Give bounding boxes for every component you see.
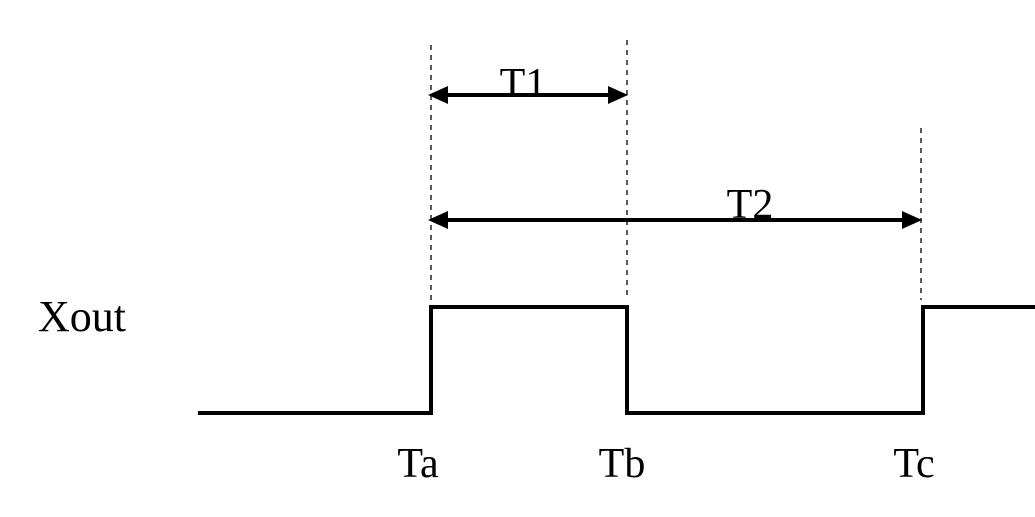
t2-label: T2 [727, 182, 774, 228]
t1-label: T1 [500, 61, 547, 107]
t1-arrow-head-right [608, 86, 628, 104]
tc-label: Tc [893, 441, 934, 487]
signal-name-label: Xout [38, 292, 126, 341]
t2-interval-arrow [428, 211, 922, 229]
tb-label: Tb [599, 441, 646, 487]
t1-interval-arrow [428, 86, 628, 104]
xout-waveform [198, 305, 1035, 415]
t2-arrow-head-left [428, 211, 448, 229]
ta-label: Ta [397, 441, 439, 487]
t2-arrow-head-right [902, 211, 922, 229]
t1-arrow-head-left [428, 86, 448, 104]
